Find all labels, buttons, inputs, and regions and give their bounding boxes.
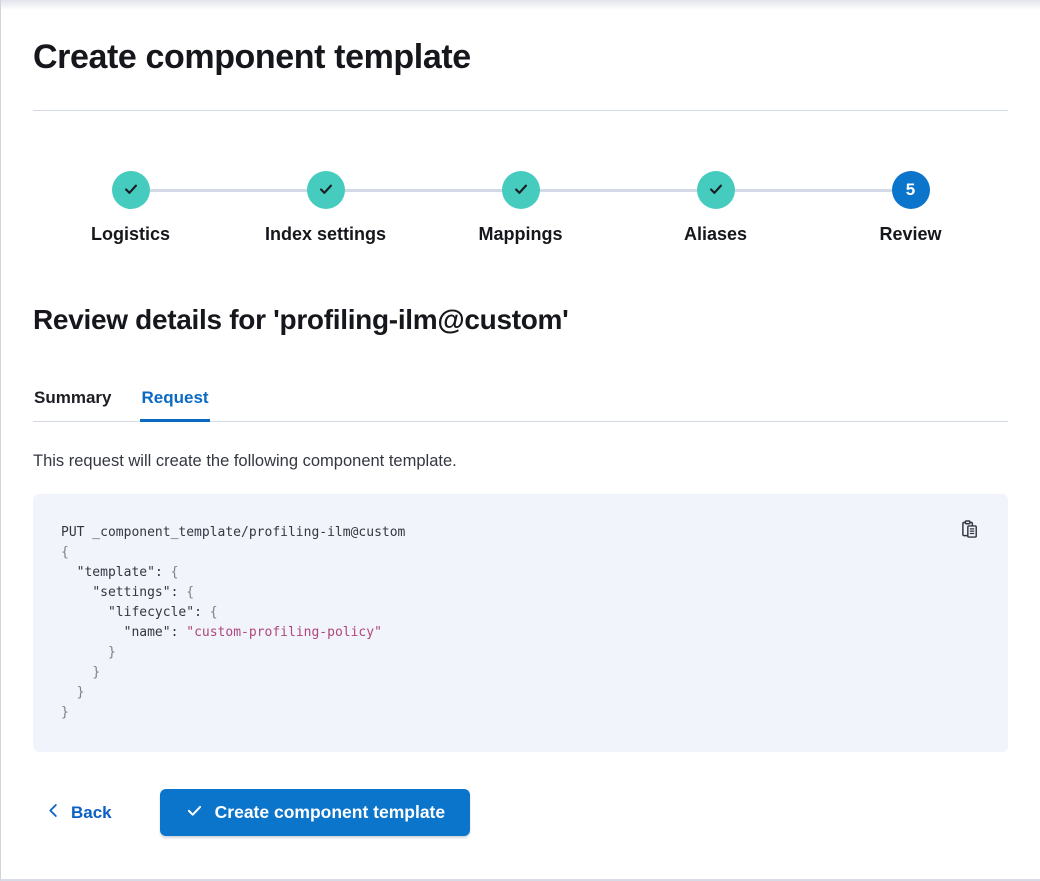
step-label: Logistics: [90, 224, 170, 244]
check-icon: [317, 180, 335, 201]
copy-clipboard-icon: [959, 519, 980, 543]
request-code-block: PUT _component_template/profiling-ilm@cu…: [33, 494, 1008, 752]
horizontal-steps: Logistics Index settings Mappings: [33, 171, 1008, 245]
step-label: Index settings: [264, 224, 387, 244]
top-scroll-shadow: [1, 0, 1040, 10]
step-label: Mappings: [478, 224, 563, 244]
step-index-settings[interactable]: Index settings: [130, 171, 423, 245]
step-circle-complete: [111, 171, 150, 209]
create-component-template-page: Create component template Logistics Inde…: [1, 35, 1040, 836]
review-tabs: Summary Request: [33, 382, 1008, 422]
create-component-template-button[interactable]: Create component template: [159, 789, 471, 836]
footer-actions: Back Create component template: [33, 789, 1008, 836]
step-label: Aliases: [683, 224, 748, 244]
step-circle-complete: [696, 171, 735, 209]
step-circle-complete: [306, 171, 345, 209]
step-circle-current: 5: [891, 171, 930, 209]
check-icon: [512, 180, 530, 201]
back-button[interactable]: Back: [33, 802, 120, 824]
tab-summary[interactable]: Summary: [33, 382, 112, 421]
check-icon: [707, 180, 725, 201]
check-icon: [122, 180, 140, 201]
check-icon: [185, 801, 204, 825]
header-divider: [33, 110, 1008, 111]
request-description: This request will create the following c…: [33, 452, 457, 470]
step-mappings[interactable]: Mappings: [325, 171, 618, 245]
back-button-label: Back: [71, 802, 112, 822]
chevron-left-icon: [45, 802, 62, 824]
step-review[interactable]: 5 Review: [715, 171, 1008, 245]
step-logistics[interactable]: Logistics: [33, 171, 228, 245]
step-aliases[interactable]: Aliases: [520, 171, 813, 245]
step-number: 5: [905, 180, 916, 199]
step-label: Review: [879, 224, 942, 244]
code-lines: PUT _component_template/profiling-ilm@cu…: [61, 525, 406, 720]
page-title: Create component template: [33, 38, 471, 76]
tab-request[interactable]: Request: [140, 382, 210, 422]
review-heading: Review details for 'profiling-ilm@custom…: [33, 304, 569, 335]
step-circle-complete: [501, 171, 540, 209]
copy-to-clipboard-button[interactable]: [958, 520, 980, 542]
create-button-label: Create component template: [214, 802, 446, 822]
